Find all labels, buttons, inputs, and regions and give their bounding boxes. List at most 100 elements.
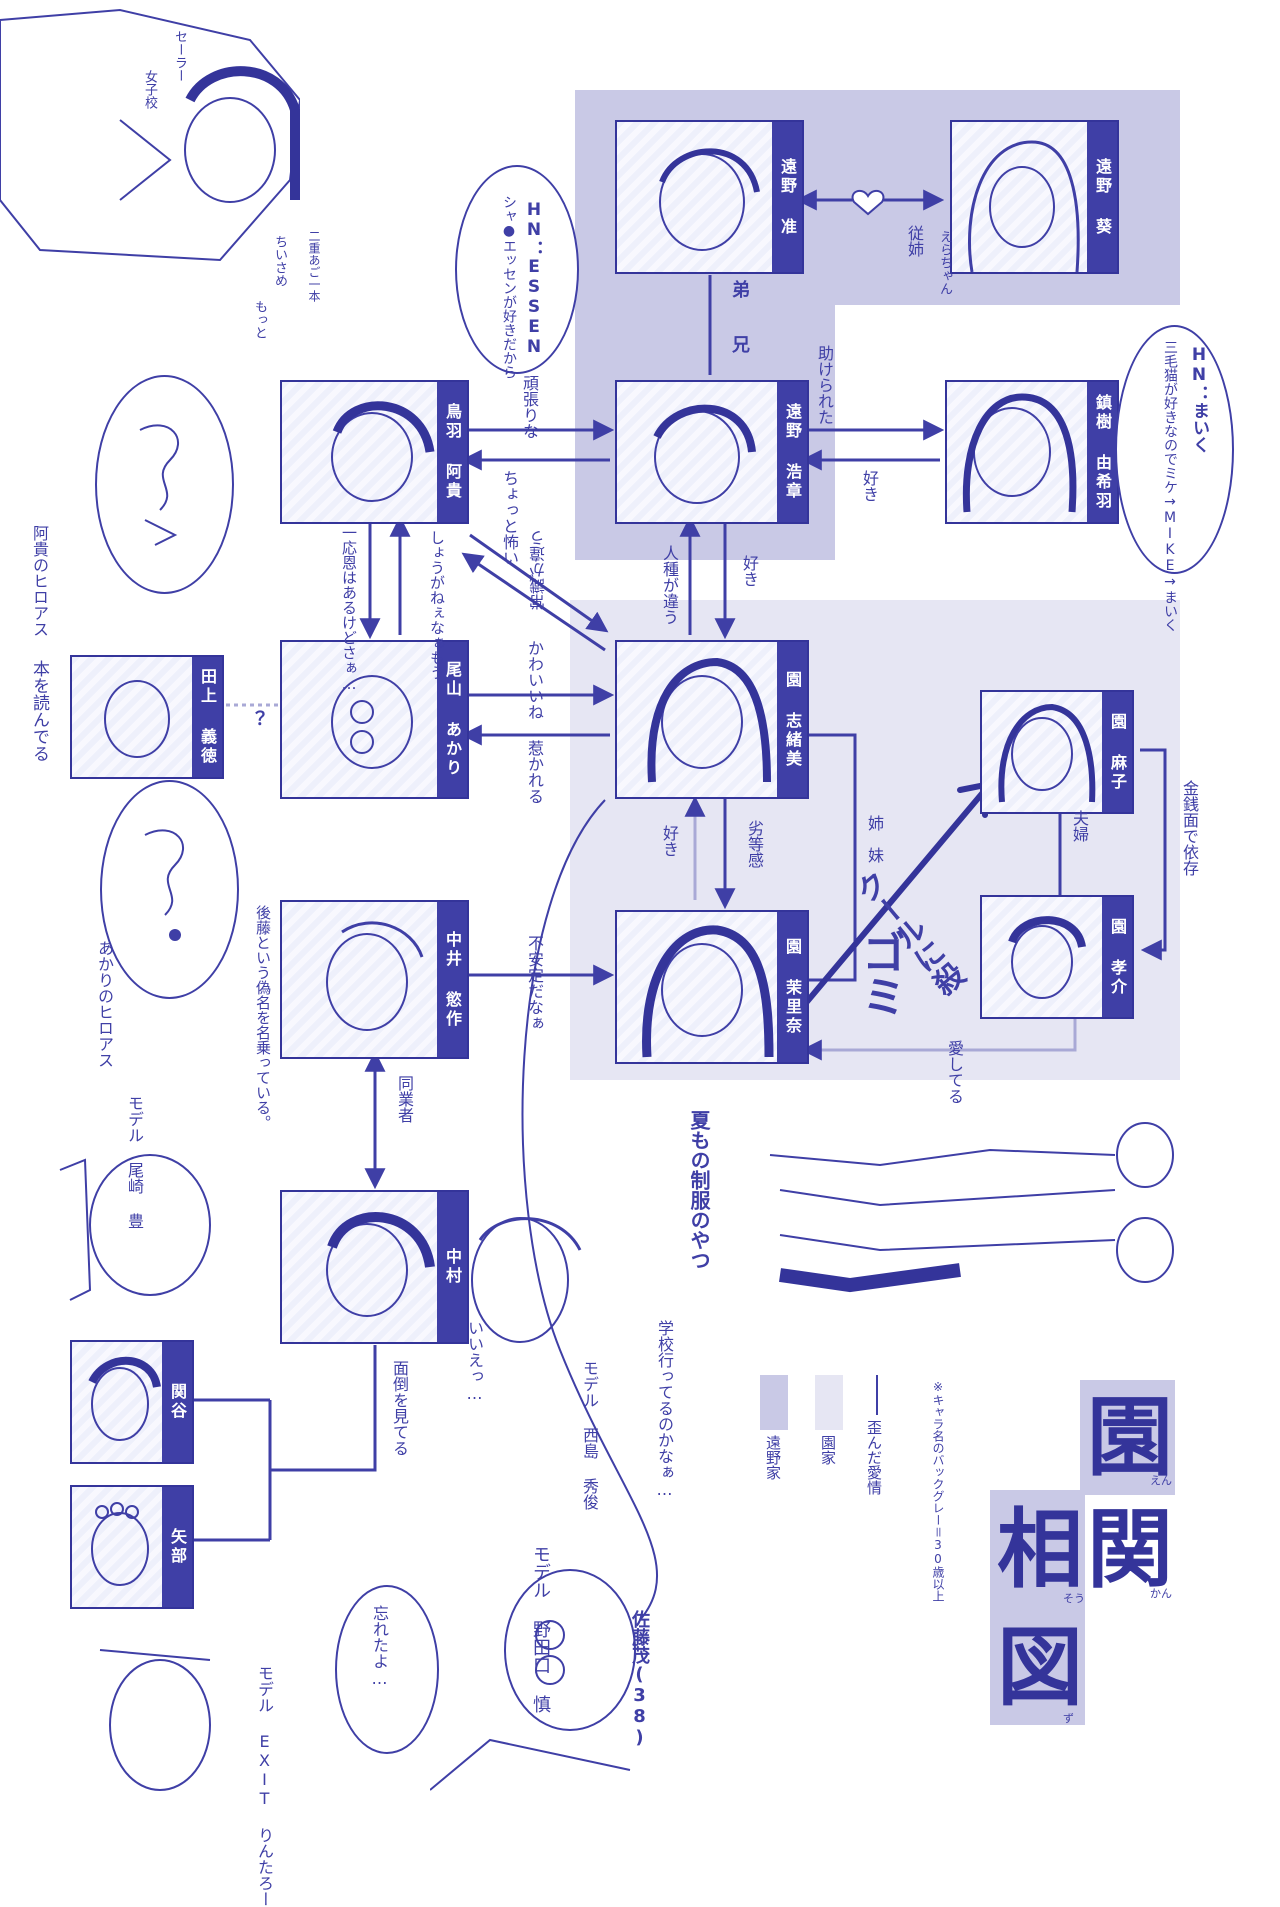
line-nakamura-caring — [270, 1345, 377, 1472]
label-kawaii: かわいいね — [525, 640, 544, 720]
kill-arrow — [797, 787, 988, 1013]
akari-hint-sketch — [144, 829, 185, 941]
label-mendou: 面倒を見てる — [390, 1360, 409, 1456]
legend-label-sono: 園家 — [819, 1435, 837, 1465]
aki-hint: 阿貴のヒロアス — [30, 525, 49, 637]
label-fuan: 不安定だなぁ — [525, 935, 544, 1031]
portrait-tono-aoi — [952, 122, 1087, 272]
enechi-note: えらちゃん — [937, 230, 952, 295]
card-sekiya[interactable]: 関谷 — [70, 1340, 194, 1464]
label-shouganee: しょうがねぇなぁもう — [428, 530, 446, 680]
card-sono-marina[interactable]: 園 茉里奈 — [615, 910, 809, 1064]
label-kimochiwarui: 惹かれる — [525, 740, 544, 804]
wasure: 忘れたよ… — [370, 1605, 389, 1688]
title-ruby-zu: ず — [1063, 1712, 1074, 1725]
card-sono-asako[interactable]: 園 麻子 — [980, 690, 1134, 814]
label-kinsen: 金銭面で依存 — [1180, 780, 1199, 876]
portrait-sono-kousuke — [982, 897, 1104, 1017]
name-sono-shiomi: 園 志緒美 — [777, 642, 807, 797]
legend-label-tono: 遠野家 — [764, 1435, 782, 1480]
akari-hint: あかりのヒロアス — [95, 940, 114, 1068]
line-toba-shiomi — [469, 533, 609, 633]
gakkou: 学校行ってるのかなぁ… — [655, 1320, 674, 1499]
bubble-hn-maiku — [1115, 325, 1234, 574]
name-sono-marina: 園 茉里奈 — [777, 912, 807, 1062]
label-suki1: 好き — [860, 470, 879, 502]
card-nakai-sousaku[interactable]: 中井 慾作 — [280, 900, 469, 1059]
portrait-oyama-akari — [282, 642, 437, 797]
legend-swatch-sono — [815, 1375, 843, 1430]
aki-hint-sketch — [139, 424, 180, 546]
label-fuufu: 夫婦 — [1070, 810, 1089, 842]
name-tono-jun: 遠野 准 — [772, 122, 802, 272]
name-oyama-akari: 尾山 あかり — [437, 642, 467, 797]
name-yabe: 矢部 — [162, 1487, 192, 1607]
title-char-zu-bg — [990, 1610, 1085, 1725]
legend-line-swatch — [876, 1375, 878, 1415]
label-shimai: 姉 妹 — [865, 815, 884, 863]
portrait-tagami-yoshinori — [72, 657, 194, 777]
card-toba-aki[interactable]: 鳥羽 阿貴 — [280, 380, 469, 524]
card-nakamura[interactable]: 中村 — [280, 1190, 469, 1344]
name-tagami-yoshinori: 田上 義徳 — [192, 657, 222, 777]
label-chottokowai: ちょっと怖い — [500, 470, 519, 566]
portrait-tono-jun — [617, 122, 772, 272]
ozaki-sketch — [59, 1154, 211, 1301]
title-char-en-bg — [1080, 1380, 1175, 1495]
card-tono-jun[interactable]: 遠野 准 — [615, 120, 804, 274]
title-block: 園 関 相 図 えん かん そう ず ※キャラ名のバックグレー＝30歳以上 — [905, 1380, 1175, 1770]
card-tagami-yoshinori[interactable]: 田上 義徳 — [70, 655, 224, 779]
uniform-figures-sketch — [769, 1122, 1174, 1293]
card-tono-hiroaki[interactable]: 遠野 浩章 — [615, 380, 809, 524]
legend-label-distorted-love: 歪んだ愛情 — [865, 1420, 883, 1495]
title-char-zu: 図 — [997, 1618, 1083, 1718]
title-char-sou: 相 — [997, 1500, 1083, 1600]
satou-curve — [521, 799, 658, 1621]
name-sono-asako: 園 麻子 — [1102, 692, 1132, 812]
card-sono-shiomi[interactable]: 園 志緒美 — [615, 640, 809, 799]
name-toba-aki: 鳥羽 阿貴 — [437, 382, 467, 522]
iizaki: いいえっ… — [465, 1320, 484, 1403]
title-char-en: 園 — [1087, 1388, 1173, 1488]
label-ani: 兄 — [729, 335, 750, 353]
legend: 歪んだ愛情 園家 遠野家 — [755, 1375, 895, 1525]
label-dougyousha: 同業者 — [395, 1075, 414, 1123]
nakai-note: 後藤という偽名を名乗っている。 — [254, 905, 272, 1130]
model-nishijima: モデル 西島 秀俊 — [580, 1360, 599, 1510]
tagami-note: 本を読んでる — [29, 660, 49, 762]
portrait-chinju-yukiha — [947, 382, 1087, 522]
satou-sketch — [430, 1569, 636, 1791]
model-ozaki: モデル 尾崎 豊 — [125, 1095, 144, 1229]
relationship-lines — [190, 189, 1167, 1621]
line-sisters — [805, 733, 857, 982]
portrait-sono-marina — [617, 912, 777, 1062]
portrait-yabe — [72, 1487, 164, 1607]
schoolgirl-note: 女子校 — [142, 70, 157, 109]
name-nakai-sousaku: 中井 慾作 — [437, 902, 467, 1057]
label-otouto: 弟 — [729, 280, 750, 298]
bubble-wasure — [335, 1585, 439, 1754]
line-finance — [1140, 748, 1167, 961]
portrait-nakai-sousaku — [282, 902, 437, 1057]
chiisai-note: ちいさめ — [272, 235, 287, 287]
name-nakamura: 中村 — [437, 1192, 467, 1342]
name-tono-aoi: 遠野 葵 — [1087, 122, 1117, 272]
label-tasukerareta: 助けられた — [815, 345, 834, 425]
schoolgirl-note2: セーラー — [172, 30, 187, 82]
label-rettoukan: 劣等感 — [745, 820, 764, 868]
title-char-kan: 関 — [1087, 1500, 1173, 1600]
card-sono-kousuke[interactable]: 園 孝介 — [980, 895, 1134, 1019]
label-ichiou: 一応恩はあるけどさぁ… — [340, 525, 358, 693]
card-tono-aoi[interactable]: 遠野 葵 — [950, 120, 1119, 274]
title-char-sou-bg — [990, 1490, 1085, 1610]
hn-maiku-sub: 三毛猫が好きなのでミケ→MIKE→まいく — [1162, 340, 1178, 632]
title-ruby-sou: そう — [1063, 1592, 1085, 1605]
name-sono-kousuke: 園 孝介 — [1102, 897, 1132, 1017]
card-oyama-akari[interactable]: 尾山 あかり — [280, 640, 469, 799]
nibanme-note: 二重あご一本 — [307, 230, 321, 302]
card-chinju-yukiha[interactable]: 鎮樹 由希羽 — [945, 380, 1119, 524]
label-gomi: ゴミ — [854, 930, 905, 1018]
card-yabe[interactable]: 矢部 — [70, 1485, 194, 1609]
title-note: ※キャラ名のバックグレー＝30歳以上 — [931, 1380, 945, 1602]
portrait-nakamura — [282, 1192, 437, 1342]
